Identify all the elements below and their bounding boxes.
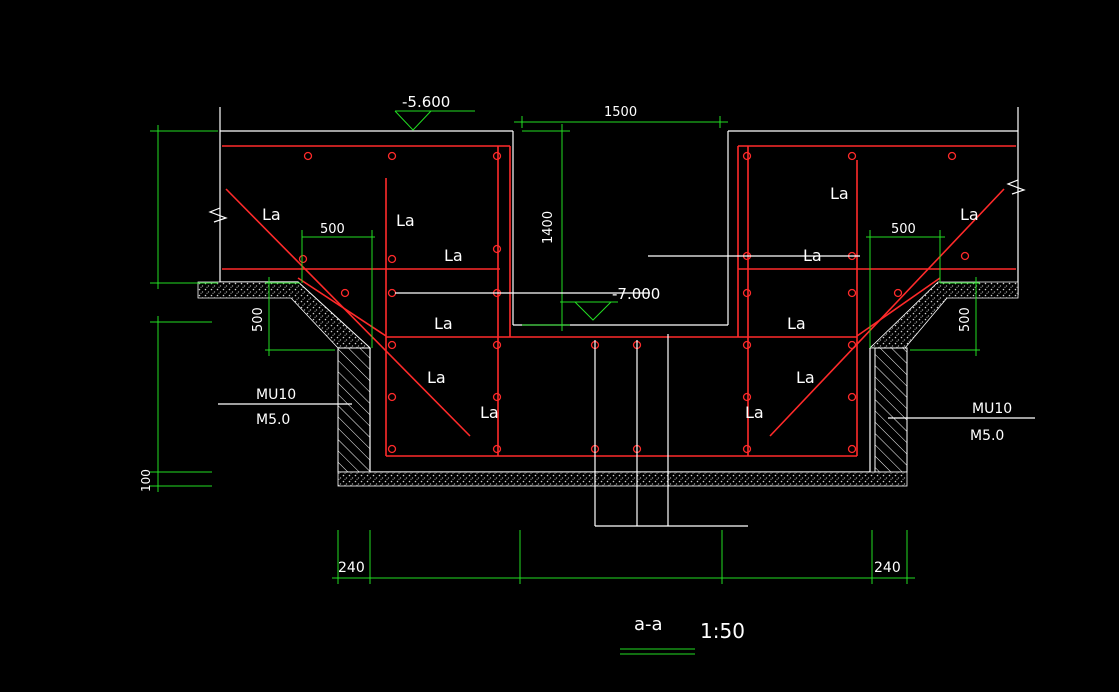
anchor-label: La bbox=[803, 246, 822, 265]
mortar-grade-left: M5.0 bbox=[256, 412, 290, 428]
dim-pit-width: 1500 bbox=[604, 105, 637, 120]
section-mark: a-a bbox=[634, 614, 663, 635]
anchor-label: La bbox=[745, 403, 764, 422]
anchor-label: La bbox=[434, 314, 453, 333]
elevation-top: -5.600 bbox=[402, 93, 450, 111]
anchor-label: La bbox=[480, 403, 499, 422]
mortar-grade-right: M5.0 bbox=[970, 428, 1004, 444]
rebar bbox=[222, 145, 1016, 457]
anchor-label: La bbox=[396, 211, 415, 230]
dimension-lines bbox=[150, 110, 980, 655]
dim-haunch-left-w: 500 bbox=[320, 222, 345, 237]
dim-wall-left: 240 bbox=[338, 560, 365, 576]
annotations: -5.600 -7.000 1500 1400 500 500 500 500 … bbox=[139, 93, 1012, 643]
anchor-label: La bbox=[830, 184, 849, 203]
dim-cushion: 100 bbox=[139, 469, 153, 492]
masonry-grade-left: MU10 bbox=[256, 387, 296, 403]
anchor-label: La bbox=[444, 246, 463, 265]
dim-haunch-left-h: 500 bbox=[251, 307, 266, 332]
dim-haunch-right-w: 500 bbox=[891, 222, 916, 237]
leader-lines bbox=[218, 255, 1035, 527]
cushion-and-walls bbox=[197, 281, 1019, 487]
anchor-label: La bbox=[787, 314, 806, 333]
elevation-pit-bottom: -7.000 bbox=[612, 285, 660, 303]
masonry-grade-right: MU10 bbox=[972, 401, 1012, 417]
anchor-label: La bbox=[427, 368, 446, 387]
anchor-label: La bbox=[960, 205, 979, 224]
dim-pit-depth: 1400 bbox=[541, 211, 556, 244]
anchor-label: La bbox=[796, 368, 815, 387]
anchor-label: La bbox=[262, 205, 281, 224]
dim-wall-right: 240 bbox=[874, 560, 901, 576]
drawing-scale: 1:50 bbox=[700, 619, 745, 643]
dim-haunch-right-h: 500 bbox=[958, 307, 973, 332]
